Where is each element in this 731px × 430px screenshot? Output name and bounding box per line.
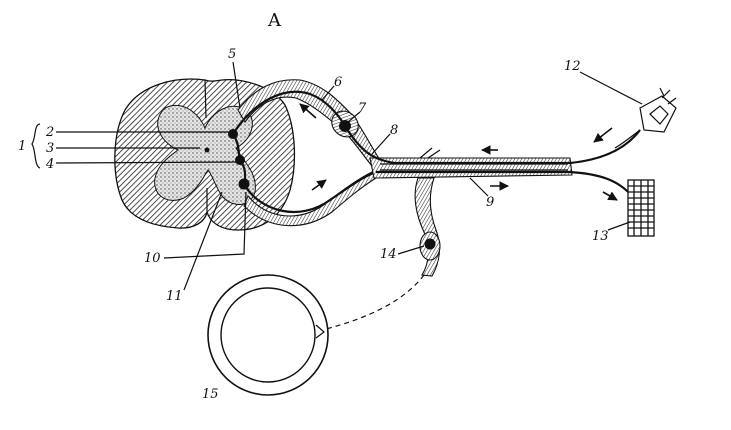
label-1: 1	[18, 139, 26, 154]
leader-9	[469, 177, 489, 197]
label-9: 9	[486, 195, 494, 210]
leader-11	[183, 191, 223, 291]
label-11: 11	[166, 289, 183, 304]
label-14: 14	[380, 247, 397, 262]
spinal-nerve-trunk	[369, 157, 573, 179]
labels: 1 2 3 4 5 6 7 8 9 10 11 12 13 14 15	[18, 47, 609, 402]
motor-axon-root	[243, 170, 377, 214]
label-12: 12	[564, 59, 581, 74]
label-3: 3	[46, 141, 54, 156]
interneuron-to-motor-fiber	[239, 159, 247, 185]
receptor-body	[649, 105, 669, 125]
skin-receptor	[614, 87, 677, 149]
receptor-endings	[659, 87, 677, 105]
spinal-nerve	[344, 125, 641, 197]
label-15: 15	[202, 387, 219, 402]
posterior-median-sulcus	[204, 79, 207, 119]
leader-13	[607, 221, 631, 231]
motor-peripheral-fiber	[376, 170, 633, 197]
leader-7	[347, 111, 361, 123]
arrow-from-receptor	[593, 127, 613, 143]
arrow-ventral-root	[311, 179, 327, 191]
autonomic-branch	[321, 177, 441, 331]
leader-14	[397, 245, 425, 255]
label-7: 7	[358, 101, 367, 116]
leader-8	[371, 133, 391, 155]
muscle-striations	[628, 180, 654, 236]
leader-6	[321, 85, 335, 101]
postganglionic-fiber	[321, 274, 425, 331]
internal-organ	[207, 274, 329, 396]
leader-5	[232, 61, 241, 109]
ramus-communicans	[414, 177, 441, 277]
label-10: 10	[144, 251, 161, 266]
leader-12	[579, 71, 643, 105]
group-brace	[31, 123, 41, 169]
leader-4	[55, 161, 241, 164]
label-13: 13	[592, 229, 609, 244]
muscle-effector	[627, 179, 655, 237]
label-2: 2	[45, 125, 54, 140]
leader-10	[163, 191, 247, 259]
label-4: 4	[45, 157, 54, 172]
impulse-arrows	[299, 103, 618, 201]
leader-lines	[31, 61, 643, 291]
arrow-dorsal-root	[299, 103, 317, 119]
receptor-stalk	[614, 129, 641, 149]
interneuron-fiber	[232, 133, 242, 161]
sensory-central-process	[232, 90, 346, 135]
label-5: 5	[228, 47, 236, 62]
nerve-frayed-fibers	[419, 147, 441, 159]
central-canal	[204, 147, 210, 153]
arrow-to-muscle	[602, 191, 618, 201]
sensory-peripheral-fiber	[344, 125, 641, 165]
autonomic-neuron-cell-body	[424, 238, 436, 250]
label-6: 6	[334, 75, 342, 90]
organ-nerve-ending	[315, 324, 325, 339]
organ-inner-wall	[220, 287, 316, 383]
skin-surface	[639, 95, 677, 133]
figure-title: A	[267, 10, 282, 31]
label-8: 8	[390, 123, 398, 138]
